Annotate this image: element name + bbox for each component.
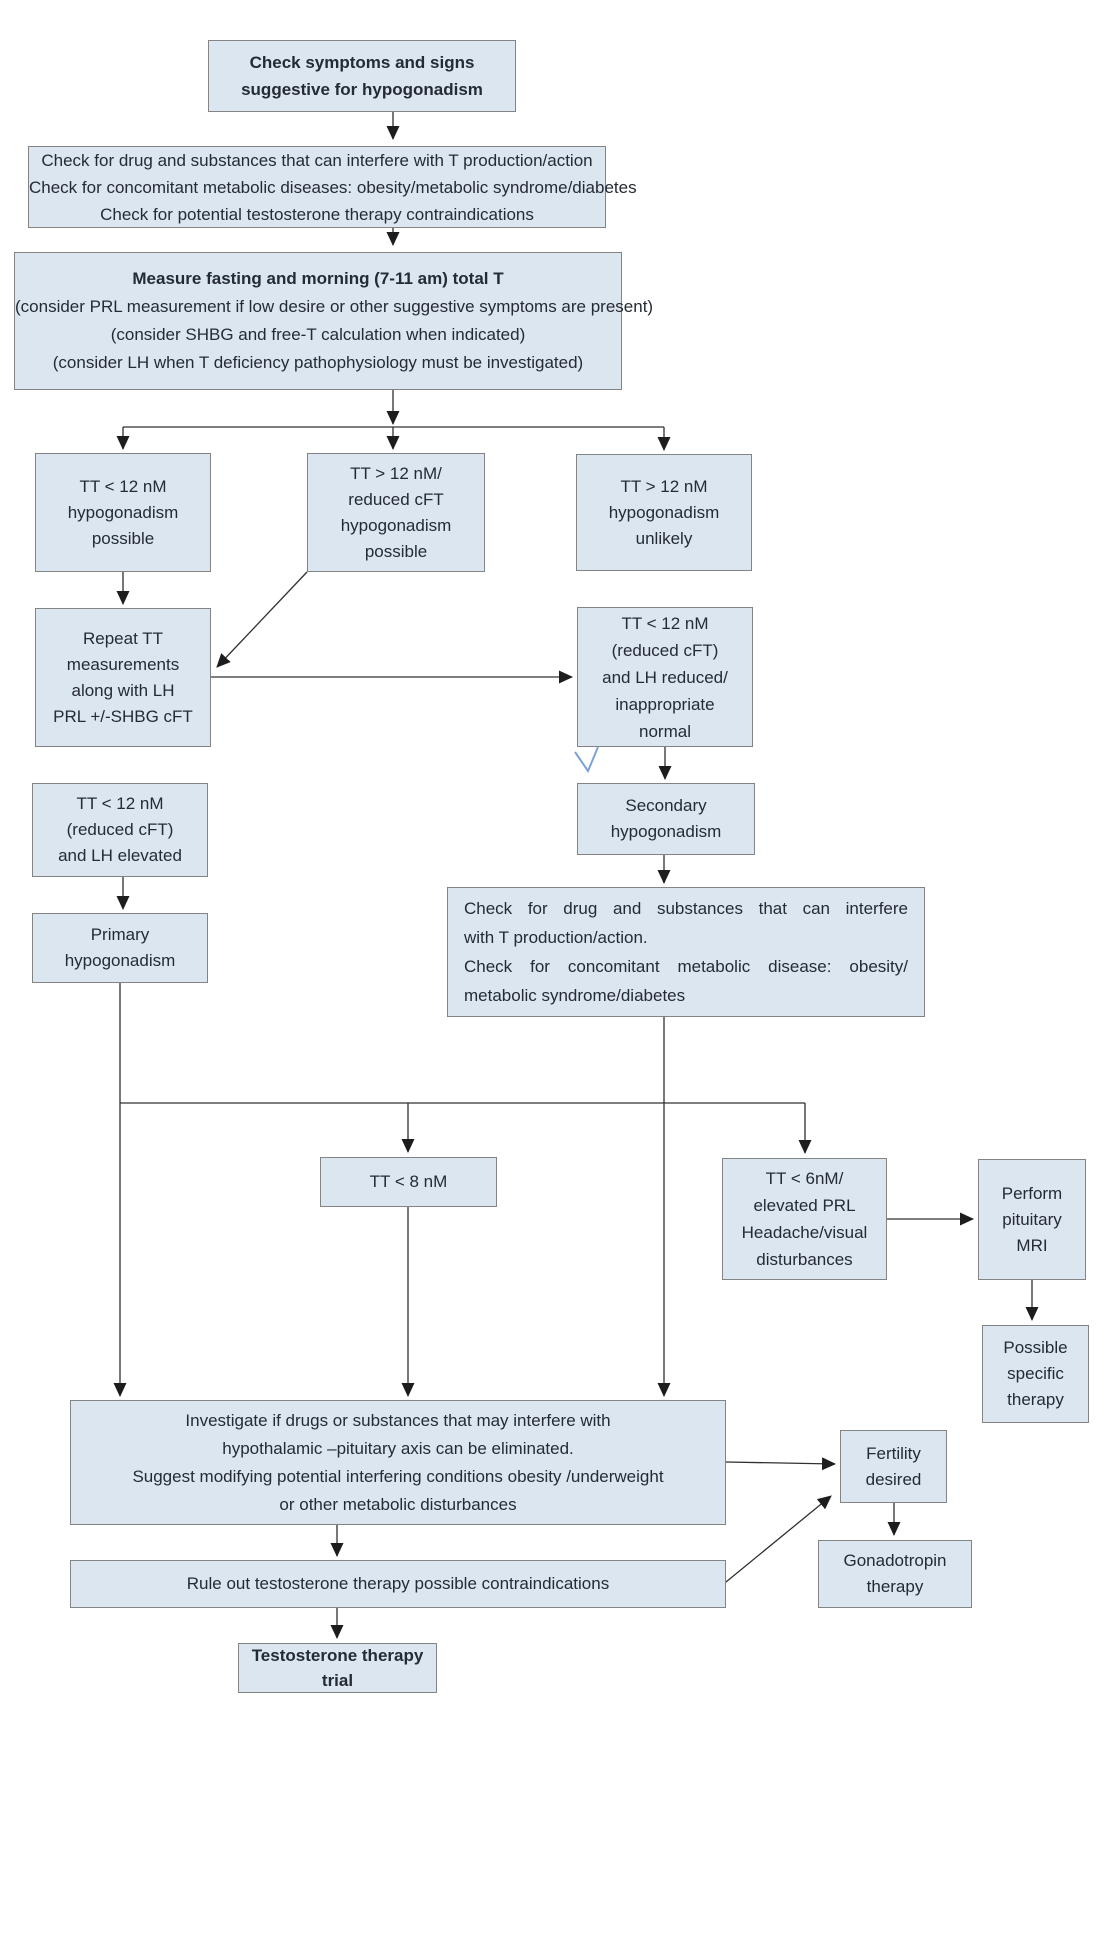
node-text-line: specific [1007, 1364, 1064, 1383]
arrow-investigate-to-fertility [725, 1457, 836, 1471]
node-tt-above-12-unlikely: TT > 12 nM hypogonadism unlikely [576, 454, 752, 571]
node-testosterone-therapy-trial: Testosterone therapy trial [238, 1643, 437, 1693]
node-text-line: and LH elevated [58, 846, 182, 865]
node-text-line: Check symptoms and signs [249, 53, 475, 72]
node-text-line: along with LH [71, 680, 175, 700]
node-measure-total-t: Measure fasting and morning (7-11 am) to… [14, 252, 654, 390]
node-secondary-hypogonadism: Secondary hypogonadism [577, 783, 755, 855]
node-text-line: (reduced cFT) [66, 820, 174, 839]
node-text-line: hypogonadism [67, 502, 179, 522]
node-check-drugs-metabolic-secondary: Check for drug and substances that can i… [447, 887, 925, 1017]
node-text-line: hypogonadism [608, 502, 720, 522]
node-text-line: TT < 12 nM [76, 794, 164, 813]
node-text-line: Headache/visual [741, 1223, 868, 1242]
node-lh-elevated: TT < 12 nM (reduced cFT) and LH elevated [32, 783, 208, 877]
node-text-line: TT < 8 nM [369, 1172, 448, 1191]
node-text-line: Repeat TT [82, 628, 163, 648]
node-check-drugs-metabolic: Check for drug and substances that can i… [28, 146, 637, 228]
node-text-line: measurements [66, 654, 180, 674]
node-text-line: Primary [90, 925, 150, 944]
node-text-line: and LH reduced/ [602, 667, 728, 687]
node-text-line: unlikely [635, 528, 693, 548]
node-text-line: Fertility [866, 1443, 921, 1463]
node-text-line: possible [91, 528, 155, 548]
node-text-line: hypogonadism [610, 822, 722, 841]
node-text-line: (consider SHBG and free-T calculation wh… [110, 325, 526, 344]
node-text-line: metabolic syndrome/diabetes [464, 986, 686, 1005]
node-text-line: hypogonadism [64, 951, 176, 970]
node-check-symptoms: Check symptoms and signs suggestive for h… [208, 40, 516, 112]
node-text-line: disturbances [756, 1250, 853, 1269]
check-mark [574, 746, 599, 774]
node-text-line: (reduced cFT) [611, 640, 719, 660]
node-text-line: trial [321, 1671, 354, 1690]
node-text-line: desired [865, 1469, 922, 1489]
node-text-line: Check for drug and substances that can i… [41, 150, 593, 170]
node-text-line: TT < 12 nM [621, 613, 709, 633]
node-text-line: Investigate if drugs or substances that … [185, 1410, 611, 1430]
node-repeat-tt-measurements: Repeat TT measurements along with LH PRL +/… [35, 608, 211, 747]
node-text-line: pituitary [1002, 1209, 1062, 1229]
node-text-line: Rule out testosterone therapy possible c… [186, 1574, 610, 1593]
node-text-line: Testosterone therapy [251, 1646, 424, 1665]
node-text-line: possible [364, 541, 428, 561]
node-text-line: reduced cFT [348, 489, 444, 509]
arrow-ruleout-to-fertility [725, 1495, 832, 1583]
node-tt-below-6-elevated-prl: TT < 6nM/elevated PRL Headache/visual dist… [722, 1158, 887, 1280]
node-investigate-interfering-drugs: Investigate if drugs or substances that … [70, 1400, 726, 1525]
node-possible-specific-therapy: Possible specific therapy [982, 1325, 1089, 1423]
node-text-line: Check for concomitant metabolic disease:… [464, 957, 908, 976]
node-text-line: PRL +/-SHBG cFT [53, 706, 193, 726]
node-text-line: with T production/action. [464, 928, 648, 947]
node-text-line: TT < 6nM/ [765, 1169, 844, 1188]
node-text-line: suggestive for hypogonadism [241, 80, 483, 99]
arrow-d2-to-repeat [216, 571, 308, 668]
node-text-line: Check for drug and substances that can i… [464, 899, 908, 918]
node-text-line: Possible [1003, 1338, 1068, 1357]
node-text-line: inappropriate [615, 694, 715, 714]
node-text-line: therapy [866, 1577, 924, 1596]
node-tt-below-8: TT < 8 nM [320, 1157, 497, 1207]
node-text-line: Check for potential testosterone therapy… [100, 204, 534, 224]
node-text-line: therapy [1007, 1390, 1064, 1409]
node-primary-hypogonadism: Primary hypogonadism [32, 913, 208, 983]
node-fertility-desired: Fertility desired [840, 1430, 947, 1503]
node-tt-below-12-possible: TT < 12 nM hypogonadism possible [35, 453, 211, 572]
node-text-line: Perform [1001, 1183, 1063, 1203]
node-text-line: (consider LH when T deficiency pathophys… [52, 353, 584, 372]
node-text-line: TT < 12 nM [79, 476, 167, 496]
node-text-line: hypothalamic –pituitary axis can be elim… [222, 1438, 574, 1458]
node-lh-reduced-inappropriate: TT < 12 nM (reduced cFT) and LH reduced/in… [577, 607, 753, 747]
node-text-line: Gonadotropin [843, 1551, 947, 1570]
node-text-line: elevated PRL [753, 1196, 856, 1215]
node-text-line: TT > 12 nM [620, 476, 708, 496]
node-rule-out-contraindications: Rule out testosterone therapy possible c… [70, 1560, 726, 1608]
node-text-line: Suggest modifying potential interfering … [132, 1466, 664, 1486]
node-text-line: hypogonadism [340, 515, 452, 535]
node-text-line: Check for concomitant metabolic diseases… [29, 177, 637, 197]
node-text-line: or other metabolic disturbances [279, 1494, 517, 1514]
node-text-line: Secondary [625, 796, 707, 815]
node-tt-above-12-reduced-cft: TT > 12 nM/reduced cFT hypogonadism possib… [307, 453, 485, 572]
node-text-line: normal [639, 721, 691, 741]
node-gonadotropin-therapy: Gonadotropin therapy [818, 1540, 972, 1608]
node-text-line: Measure fasting and morning (7-11 am) to… [132, 269, 504, 288]
node-text-line: TT > 12 nM/ [350, 463, 442, 483]
node-text-line: MRI [1016, 1235, 1048, 1255]
node-text-line: (consider PRL measurement if low desire … [15, 297, 654, 316]
